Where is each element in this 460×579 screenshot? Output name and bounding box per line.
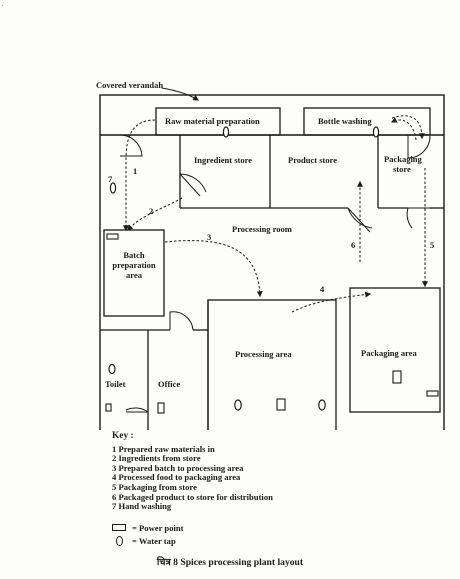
key-item: 1 Prepared raw materials in (112, 443, 215, 454)
flow-arrow-2 (127, 197, 183, 231)
building-outline (99, 94, 445, 430)
verandah-pointer-arrow (161, 87, 200, 101)
key-item: 3 Prepared batch to processing area (112, 462, 244, 473)
water-tap-icon (318, 399, 326, 411)
water-tap-icon (109, 182, 117, 194)
key-item: 2 Ingredients from store (112, 453, 201, 464)
key-panel: Key : 1 Prepared raw materials in 2 Ingr… (112, 431, 372, 512)
key-item: 6 Packaged product to store for distribu… (112, 491, 273, 502)
water-tap-icon (372, 126, 380, 138)
bottle-washing-room (303, 107, 431, 136)
power-point-icon (426, 390, 439, 397)
key-item: 5 Packaging from store (112, 481, 197, 492)
bottle-washing-label: Bottle washing (318, 116, 372, 126)
ingredient-store-label: Ingredient store (194, 155, 252, 165)
door-swing (407, 135, 431, 159)
door-swing (347, 207, 373, 233)
packaging-store-label: store (393, 164, 411, 174)
product-store-label: Product store (288, 155, 337, 165)
batch-preparation-area (103, 229, 165, 317)
flow-arrow-3 (164, 240, 263, 298)
legend: = Power point = Water tap (112, 521, 184, 547)
raw-material-room (155, 107, 281, 136)
toilet-label: Toilet (105, 379, 126, 389)
raw-material-label: Raw material preparation (165, 116, 260, 126)
power-point-icon (392, 370, 402, 384)
water-tap-icon (108, 363, 116, 375)
corner-mark: . (2, 2, 4, 8)
processing-room-label: Processing room (232, 224, 292, 234)
flow-number-1: 1 (133, 166, 137, 176)
key-item: 4 Processed food to packaging area (112, 472, 241, 483)
office-label: Office (158, 379, 180, 389)
batch-label: Batch (123, 250, 145, 260)
legend-water-tap: = Water tap (112, 534, 184, 547)
batch-label: preparation (112, 260, 156, 270)
door-swing (119, 134, 143, 157)
batch-label: area (126, 270, 143, 280)
flow-number-3: 3 (207, 232, 211, 242)
flow-number-7: 7 (108, 174, 113, 184)
water-tap-icon (222, 126, 230, 138)
plant-layout-diagram: Covered verandah Raw material preparatio… (96, 80, 445, 430)
key-title: Key : (112, 431, 134, 441)
water-tap-icon (234, 399, 242, 411)
legend-water-tap-label: = Water tap (132, 535, 176, 546)
flow-arrow-7-return (390, 117, 417, 141)
door-swing (179, 173, 207, 197)
flow-number-5: 5 (430, 240, 434, 250)
door-swing (406, 207, 430, 229)
door-swing (169, 311, 194, 331)
flow-number-4: 4 (320, 284, 325, 294)
power-point-icon (112, 524, 126, 531)
key-item: 7 Hand washing (112, 501, 172, 512)
packaging-area-label: Packaging area (361, 348, 418, 358)
power-point-icon (276, 398, 286, 411)
legend-power-point-label: = Power point (132, 522, 184, 533)
packaging-area (349, 287, 441, 413)
flow-number-2: 2 (149, 206, 153, 216)
processing-area (207, 299, 337, 430)
packaging-store-label: Packaging (384, 154, 423, 164)
door-swing (125, 407, 149, 413)
processing-area-label: Processing area (235, 349, 292, 359)
toilet-fixture (105, 403, 112, 412)
flow-number-6: 6 (351, 240, 355, 250)
verandah-label: Covered verandah (96, 80, 163, 90)
legend-power-point: = Power point (112, 521, 184, 534)
power-point-icon (106, 233, 119, 240)
power-point-icon (157, 402, 165, 414)
water-tap-icon (116, 535, 123, 546)
flow-arrow-4 (291, 291, 372, 313)
figure-caption: चित्र 8 Spices processing plant layout (156, 557, 304, 568)
